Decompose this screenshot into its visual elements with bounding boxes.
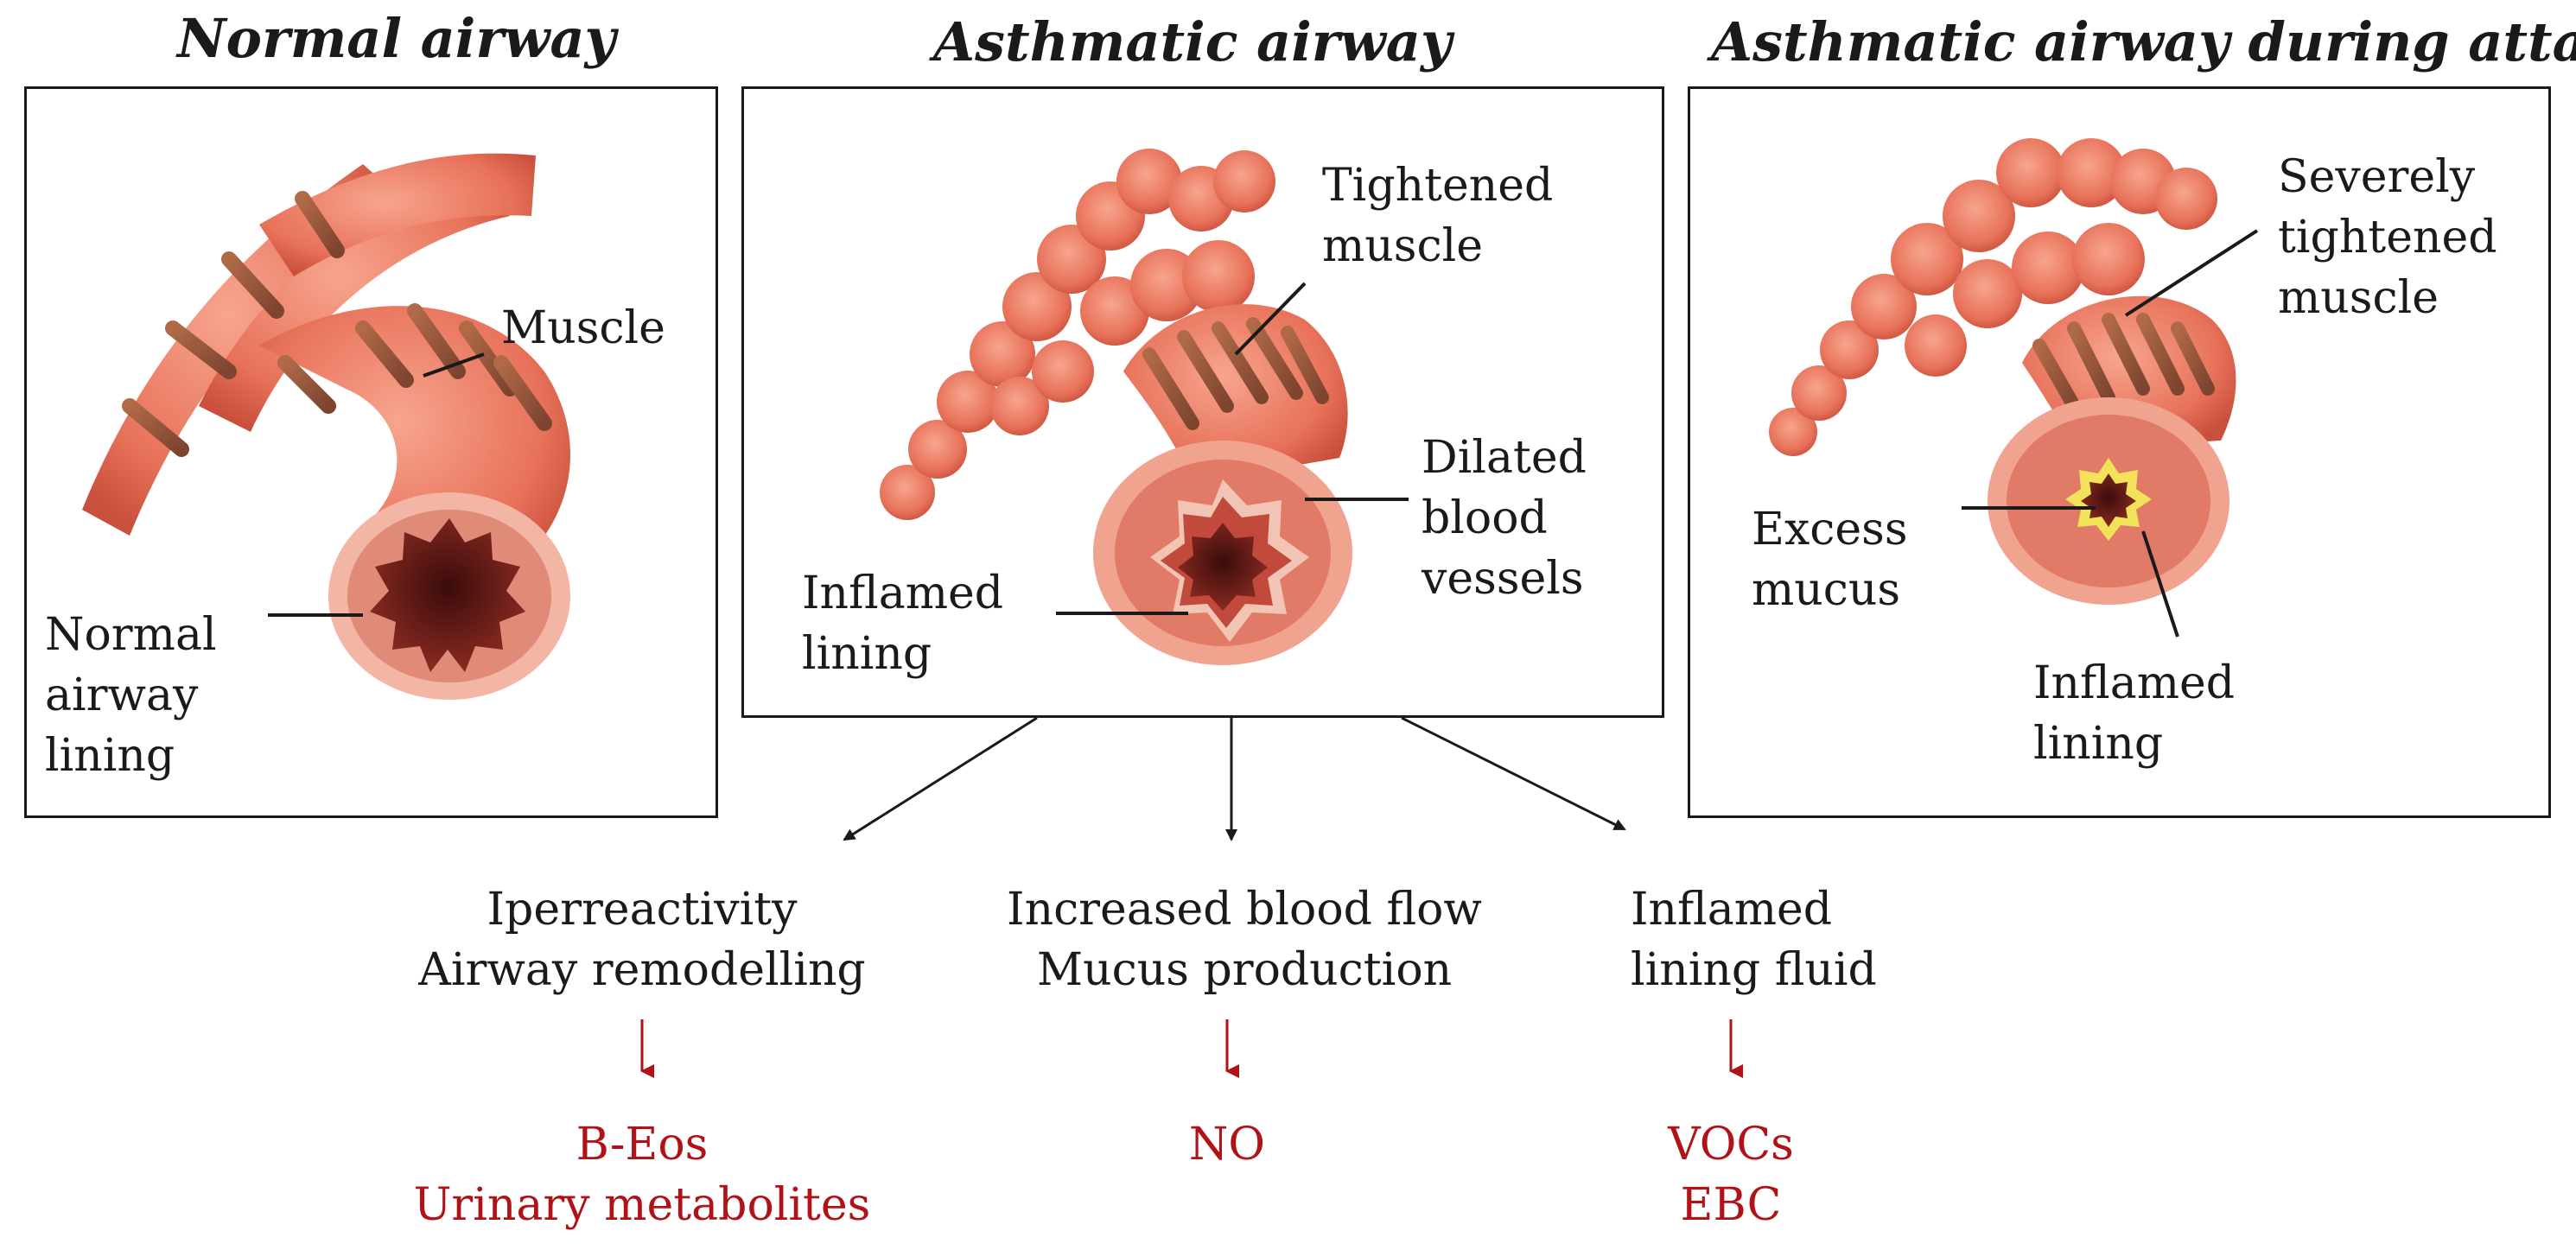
leader-lines [268, 229, 2259, 638]
label-normal-airway-lining: Normal airway lining [45, 609, 217, 782]
label-severely-tightened-muscle: Severely tightened muscle [2278, 151, 2497, 324]
title-asthmatic-airway: Asthmatic airway [933, 10, 1452, 73]
label-tightened-muscle: Tightened muscle [1322, 160, 1554, 272]
label-excess-mucus: Excess mucus [1752, 504, 1908, 616]
effect-text: Inflamed lining fluid [1631, 884, 1877, 996]
biomarker-text: VOCs EBC [1668, 1119, 1794, 1231]
label-muscle: Muscle [501, 302, 665, 354]
effect-arrows [843, 716, 1626, 841]
biomarker-text: NO [1188, 1119, 1266, 1171]
label-inflamed-lining-asthmatic: Inflamed lining [802, 568, 1004, 680]
marker-arrows [640, 1019, 1743, 1078]
label-inflamed-lining-attack: Inflamed lining [2033, 657, 2236, 770]
attack-airway-illustration [1769, 138, 2236, 605]
effect-text: Iperreactivity Airway remodelling [418, 884, 866, 996]
title-normal-airway: Normal airway [177, 7, 616, 70]
label-dilated-blood-vessels: Dilated blood vessels [1422, 432, 1587, 605]
normal-airway-illustration [82, 153, 570, 700]
asthmatic-airway-illustration [880, 149, 1352, 665]
effect-text: Increased blood flow Mucus production [1007, 884, 1482, 996]
title-asthmatic-airway-attack: Asthmatic airway during attack [1711, 10, 2576, 73]
biomarker-text: B-Eos Urinary metabolites [413, 1119, 871, 1231]
